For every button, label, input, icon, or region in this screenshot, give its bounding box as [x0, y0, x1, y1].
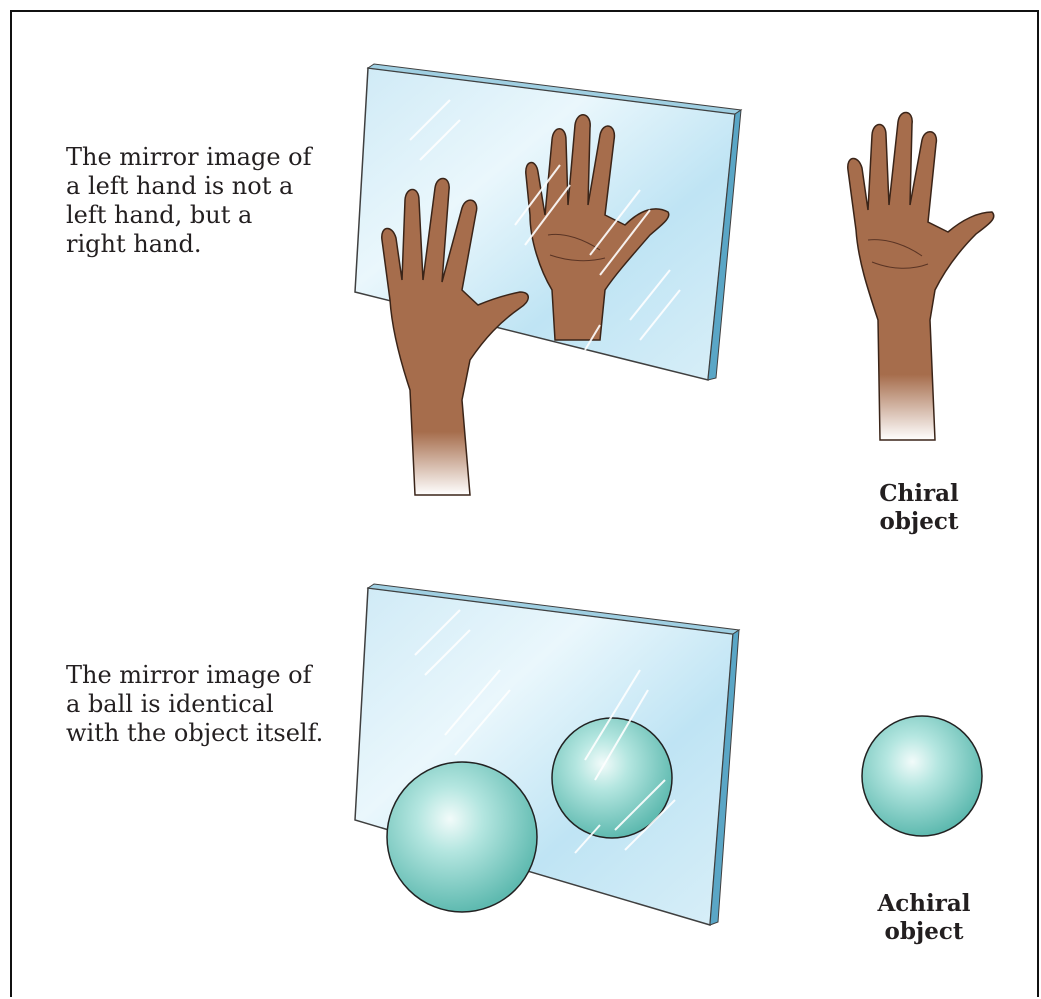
achiral-label-object: object [868, 918, 980, 946]
achiral-label-word: Achiral [868, 890, 980, 918]
chiral-object-label: Chiral object [876, 480, 962, 536]
achiral-object-label: Achiral object [868, 890, 980, 946]
front-ball [387, 762, 537, 912]
right-hand [848, 112, 994, 440]
achiral-ball [862, 716, 982, 836]
chiral-label-word: Chiral [876, 480, 962, 508]
chiral-label-object: object [876, 508, 962, 536]
